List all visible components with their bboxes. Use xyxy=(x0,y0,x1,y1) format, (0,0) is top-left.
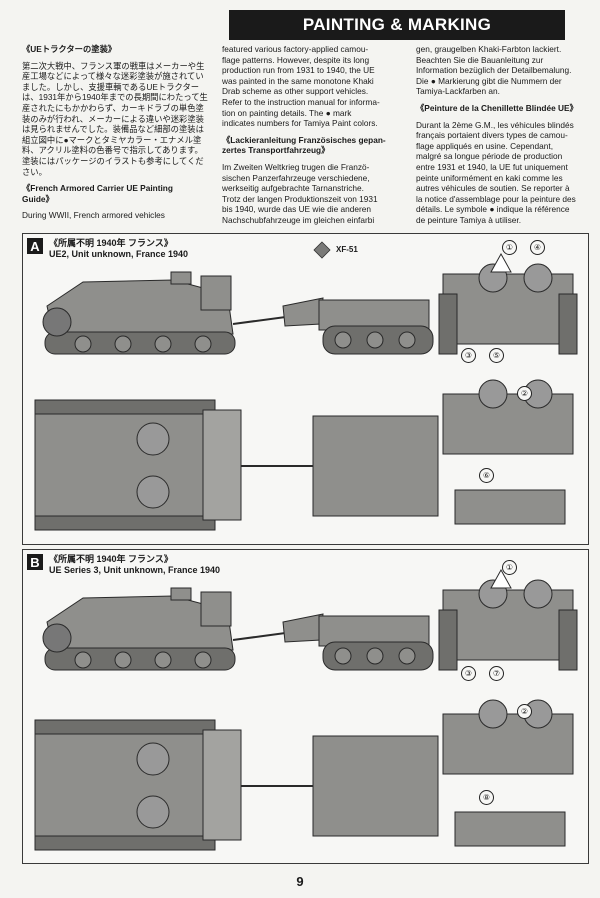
marking-panel-b: B 《所属不明 1940年 フランス》 UE Series 3, Unit un… xyxy=(22,549,589,864)
rear-view xyxy=(438,568,578,671)
callout-2: ② xyxy=(517,386,532,401)
callout-8: ⑧ xyxy=(479,790,494,805)
fr-heading: 《Peinture de la Chenillette Blindée UE》 xyxy=(416,102,578,113)
panel-letter: B xyxy=(27,554,43,570)
callout-1: ① xyxy=(502,560,517,575)
vehicle-drawings-a xyxy=(34,252,578,531)
text-column-3: gen, graugelben Khaki-Farbton lackiert. … xyxy=(416,44,600,232)
section-title-banner: PAINTING & MARKING xyxy=(229,10,565,40)
callout-2: ② xyxy=(517,704,532,719)
fr-body: Durant la 2ème G.M., les véhicules blind… xyxy=(416,119,576,225)
rear-view xyxy=(438,252,578,355)
en-body-part1: During WWII, French armored vehicles xyxy=(22,210,165,221)
jp-body: 第二次大戦中、フランス軍の戦車はメーカーや生産工場などによって様々な迷彩塗装が施… xyxy=(22,60,208,177)
side-view-trailer xyxy=(232,613,434,671)
vehicle-drawings-b xyxy=(34,568,578,851)
top-view xyxy=(34,719,439,851)
paint-code: XF-51 xyxy=(336,245,358,254)
paint-chip-icon xyxy=(313,241,331,259)
panel-title: 《所属不明 1940年 フランス》 UE Series 3, Unit unkn… xyxy=(49,554,221,575)
en-heading: 《French Armored Carrier UE Painting Guid… xyxy=(22,183,173,204)
callout-1: ① xyxy=(502,240,517,255)
de-body: Im Zweiten Weltkrieg trugen die Franzö- … xyxy=(222,161,378,225)
text-column-1: 《UEトラクターの塗装》 第二次大戦中、フランス軍の戦車はメーカーや生産工場など… xyxy=(22,44,208,227)
rear-view-2 xyxy=(442,379,574,525)
text-column-2: featured various factory-applied camou- … xyxy=(222,44,408,232)
callout-3: ③ xyxy=(461,666,476,681)
top-view xyxy=(34,399,439,531)
callout-6: ⑥ xyxy=(479,468,494,483)
en-body: featured various factory-applied camou- … xyxy=(222,44,380,129)
panel-title: 《所属不明 1940年 フランス》 UE2, Unit unknown, Fra… xyxy=(49,238,189,259)
jp-heading: 《UEトラクターの塗装》 xyxy=(22,44,117,54)
side-view-tractor xyxy=(42,271,236,355)
rear-view-2 xyxy=(442,699,574,847)
side-view-tractor xyxy=(42,587,236,671)
page-number: 9 xyxy=(296,874,304,889)
de-heading: 《Lackieranleitung Französisches gepan- z… xyxy=(222,134,386,156)
panel-letter: A xyxy=(27,238,43,254)
callout-3: ③ xyxy=(461,348,476,363)
callout-5: ⑤ xyxy=(489,348,504,363)
de-body-cont: gen, graugelben Khaki-Farbton lackiert. … xyxy=(416,44,572,97)
callout-4: ④ xyxy=(530,240,545,255)
marking-panel-a: A 《所属不明 1940年 フランス》 UE2, Unit unknown, F… xyxy=(22,233,589,545)
side-view-trailer xyxy=(232,297,434,355)
callout-7: ⑦ xyxy=(489,666,504,681)
